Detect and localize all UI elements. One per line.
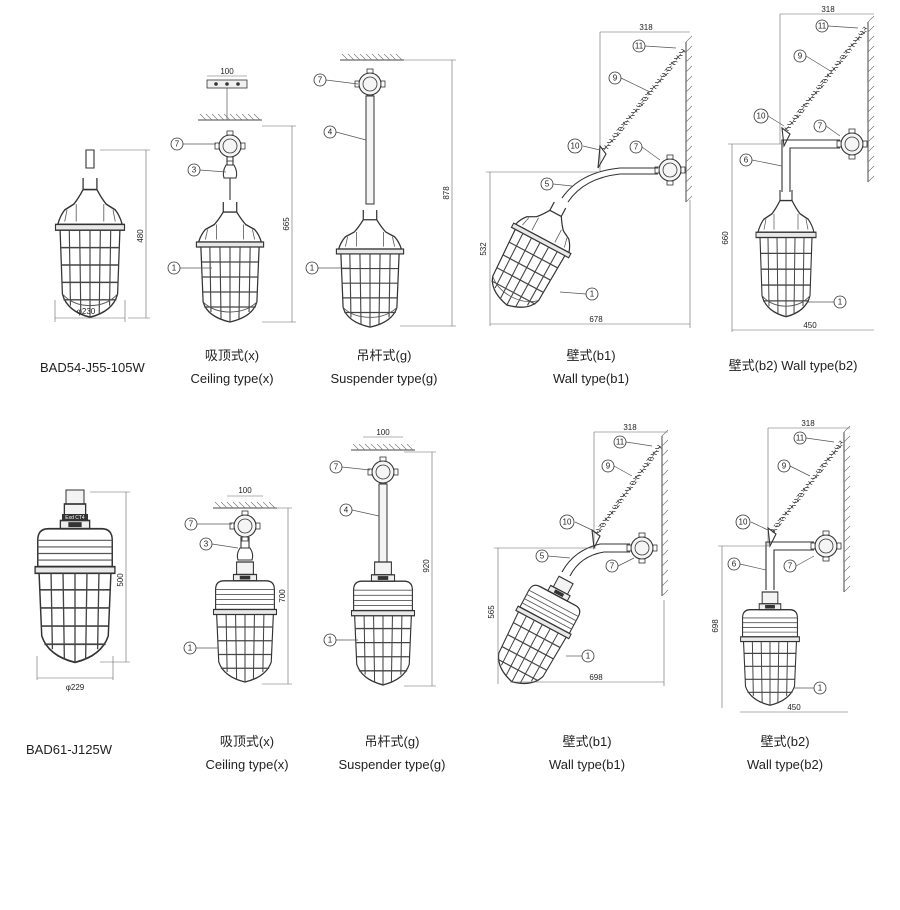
- row1-wall-b1-top: 318: [639, 23, 653, 32]
- svg-text:1: 1: [590, 290, 595, 299]
- svg-text:10: 10: [757, 112, 766, 121]
- row1-wall-b2-width: 450: [803, 321, 817, 330]
- row2-suspender-top: 100: [376, 428, 390, 437]
- svg-text:3: 3: [192, 166, 197, 175]
- row2-suspender-en: Suspender type(g): [338, 757, 446, 772]
- svg-text:1: 1: [188, 644, 193, 653]
- row1-overview-height: 480: [136, 229, 145, 243]
- svg-text:9: 9: [798, 52, 803, 61]
- svg-text:7: 7: [318, 76, 323, 85]
- row2-wall-b2-top: 318: [801, 419, 815, 428]
- row1-wall-b1-caption: 壁式(b1) Wall type(b1): [536, 344, 646, 390]
- row1-wall-b1-width: 678: [589, 315, 603, 324]
- row1-wall-b1-height: 532: [479, 242, 488, 256]
- row2-wall-b2-width: 450: [787, 703, 801, 712]
- row1-model-caption: BAD54-J55-105W: [40, 356, 145, 379]
- row2-model-caption: BAD61-J125W: [26, 738, 112, 761]
- row1-suspender-height: 878: [442, 186, 451, 200]
- row2-suspender-caption: 吊杆式(g) Suspender type(g): [322, 730, 462, 776]
- svg-text:11: 11: [818, 22, 827, 31]
- svg-text:1: 1: [328, 636, 333, 645]
- row2-wall-b2-en: Wall type(b2): [746, 757, 824, 772]
- svg-text:10: 10: [563, 518, 572, 527]
- svg-text:9: 9: [606, 462, 611, 471]
- row1-suspender-cn: 吊杆式(g): [356, 348, 412, 363]
- svg-text:7: 7: [818, 122, 823, 131]
- row2-ceiling-top: 100: [238, 486, 252, 495]
- svg-text:5: 5: [540, 552, 545, 561]
- row1-ceiling-top: 100: [220, 67, 234, 76]
- svg-text:6: 6: [744, 156, 749, 165]
- row2-wall-b1-width: 698: [589, 673, 603, 682]
- row1-ceiling-caption: 吸顶式(x) Ceiling type(x): [180, 344, 284, 390]
- row2-ceiling-cn: 吸顶式(x): [219, 734, 275, 749]
- row2-wall-b1-top: 318: [623, 423, 637, 432]
- row1-suspender-caption: 吊杆式(g) Suspender type(g): [314, 344, 454, 390]
- row2-ceiling-caption: 吸顶式(x) Ceiling type(x): [192, 730, 302, 776]
- row2-wall-b1-caption: 壁式(b1) Wall type(b1): [532, 730, 642, 776]
- svg-text:11: 11: [616, 438, 625, 447]
- svg-text:7: 7: [189, 520, 194, 529]
- row1-wall-b2-caption: 壁式(b2) Wall type(b2): [708, 354, 878, 377]
- row1-suspender-view: 878 7 4 1: [305, 53, 456, 328]
- svg-text:1: 1: [586, 652, 591, 661]
- row2-ceiling-en: Ceiling type(x): [205, 757, 289, 772]
- svg-text:7: 7: [610, 562, 615, 571]
- row2-wall-b2-view: 318 698 450 11 9 10 6 7 1: [711, 419, 851, 713]
- row1-suspender-en: Suspender type(g): [330, 371, 438, 386]
- svg-text:3: 3: [204, 540, 209, 549]
- row2-ceiling-view: 100 700 7 3 1: [183, 486, 292, 685]
- row1-wall-b1-view: 318 532 678 11 9 10 7 5 1: [477, 23, 693, 328]
- row1-wall-b2-height: 660: [721, 231, 730, 245]
- row1-ceiling-en: Ceiling type(x): [190, 371, 274, 386]
- svg-text:4: 4: [344, 506, 349, 515]
- svg-text:7: 7: [334, 463, 339, 472]
- row2-model: BAD61-J125W: [26, 742, 112, 757]
- row1-wall-b1-cn: 壁式(b1): [566, 348, 616, 363]
- row2-wall-b1-view: 318 565 698 11 9 10 5 7 1: [484, 423, 669, 697]
- row2-wall-b2-caption: 壁式(b2) Wall type(b2): [730, 730, 840, 776]
- row2-suspender-view: 100 920 7 4 1: [323, 428, 436, 687]
- svg-text:7: 7: [788, 562, 793, 571]
- row2-ceiling-height: 700: [278, 589, 287, 603]
- svg-text:1: 1: [172, 264, 177, 273]
- svg-text:10: 10: [739, 518, 748, 527]
- row2-wall-b1-cn: 壁式(b1): [562, 734, 612, 749]
- row2-wall-b1-height: 565: [487, 605, 496, 619]
- svg-text:11: 11: [796, 434, 805, 443]
- svg-text:9: 9: [613, 74, 618, 83]
- row1-ceiling-view: 100 665 7 3 1: [167, 67, 296, 323]
- row1-overview-lamp: 480 φ230: [54, 149, 150, 322]
- row1-wall-b1-en: Wall type(b1): [552, 371, 630, 386]
- svg-text:1: 1: [310, 264, 315, 273]
- row2-wall-b1-en: Wall type(b1): [548, 757, 626, 772]
- row2-overview-height: 500: [116, 573, 125, 587]
- svg-text:1: 1: [838, 298, 843, 307]
- row2-overview-badge: Exd CT4: [65, 515, 85, 521]
- row1-ceiling-height: 665: [282, 217, 291, 231]
- row1-wall-b2-cn: 壁式(b2) Wall type(b2): [728, 358, 858, 373]
- svg-text:5: 5: [545, 180, 550, 189]
- svg-text:1: 1: [818, 684, 823, 693]
- row1-ceiling-cn: 吸顶式(x): [204, 348, 260, 363]
- svg-text:9: 9: [782, 462, 787, 471]
- row1-model: BAD54-J55-105W: [40, 360, 145, 375]
- svg-text:7: 7: [634, 143, 639, 152]
- svg-text:6: 6: [732, 560, 737, 569]
- svg-text:11: 11: [635, 42, 644, 51]
- row2-wall-b2-cn: 壁式(b2): [760, 734, 810, 749]
- row1-wall-b2-view: 318 660 450 11 9 10 7 6 1: [721, 5, 875, 332]
- row2-wall-b2-height: 698: [711, 619, 720, 633]
- row1-wall-b2-top: 318: [821, 5, 835, 14]
- svg-text:10: 10: [571, 142, 580, 151]
- row2-overview-diameter: φ229: [66, 683, 85, 692]
- row1-overview-diameter: φ230: [77, 307, 96, 316]
- svg-text:7: 7: [175, 140, 180, 149]
- row2-overview-lamp: Exd CT4 500 φ229: [34, 489, 130, 692]
- row2-suspender-cn: 吊杆式(g): [364, 734, 420, 749]
- svg-text:4: 4: [328, 128, 333, 137]
- row2-suspender-height: 920: [422, 559, 431, 573]
